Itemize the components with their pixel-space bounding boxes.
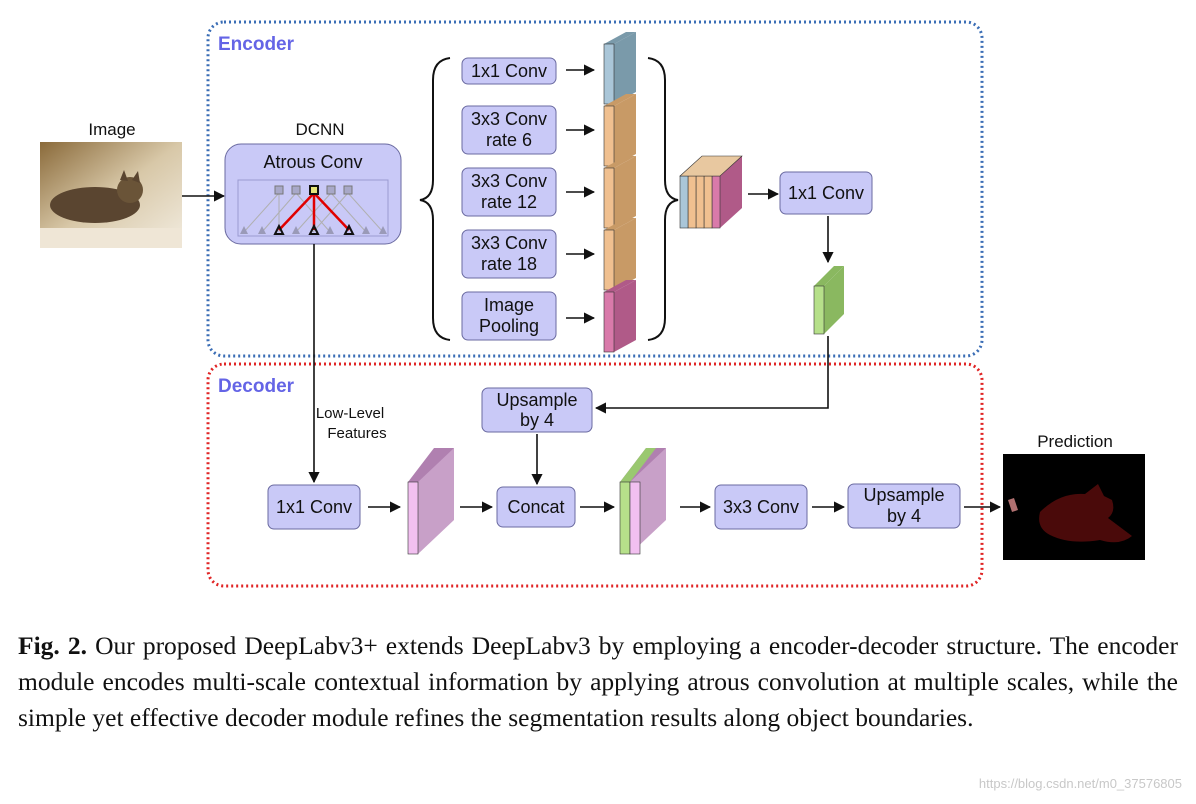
low-level-feature-map bbox=[407, 448, 454, 555]
deeplabv3plus-diagram: Encoder Decoder Image DCNN Atrous Conv bbox=[40, 20, 1145, 588]
concatenated-feature-stack bbox=[679, 155, 743, 229]
atrous-conv-illustration bbox=[237, 179, 389, 237]
encoder-output-feature bbox=[813, 266, 844, 335]
aspp-3x3-rate6-line2: rate 6 bbox=[486, 130, 532, 150]
aspp-image-pooling bbox=[461, 291, 557, 341]
caption-text: Our proposed DeepLabv3+ extends DeepLabv… bbox=[18, 631, 1178, 732]
decoder-region bbox=[206, 362, 984, 588]
decoder-3x3-conv bbox=[714, 484, 808, 530]
encoder-1x1-conv bbox=[779, 171, 873, 215]
upsample-final-line1: Upsample bbox=[863, 485, 944, 505]
input-image bbox=[40, 142, 182, 248]
figure-caption: Fig. 2. Our proposed DeepLabv3+ extends … bbox=[18, 628, 1178, 736]
feature-map-1x1 bbox=[603, 32, 636, 105]
feature-map-rate18 bbox=[603, 218, 636, 291]
aspp-3x3-rate6 bbox=[461, 105, 557, 155]
aspp-left-brace bbox=[419, 57, 451, 341]
aspp-image-pooling-line2: Pooling bbox=[479, 316, 539, 336]
aspp-3x3-rate12-line1: 3x3 Conv bbox=[471, 171, 547, 191]
aspp-image-pooling-line1: Image bbox=[484, 295, 534, 315]
decoder-concat-stack bbox=[619, 448, 666, 555]
upsample-by4-final bbox=[847, 483, 961, 529]
feature-map-pooling bbox=[603, 280, 636, 353]
upsample-top-line1: Upsample bbox=[496, 390, 577, 410]
encoder-title: Encoder bbox=[218, 34, 295, 55]
aspp-3x3-rate6-line1: 3x3 Conv bbox=[471, 109, 547, 129]
atrous-conv-label: Atrous Conv bbox=[263, 152, 362, 172]
watermark: https://blog.csdn.net/m0_37576805 bbox=[978, 776, 1182, 791]
aspp-3x3-rate18-line2: rate 18 bbox=[481, 254, 537, 274]
aspp-3x3-rate18-line1: 3x3 Conv bbox=[471, 233, 547, 253]
encoder-1x1-conv-label: 1x1 Conv bbox=[788, 183, 864, 203]
feature-map-rate12 bbox=[603, 156, 636, 229]
arrow-encoder-to-upsample bbox=[594, 336, 829, 414]
concat-label: Concat bbox=[507, 497, 564, 517]
upsample-final-line2: by 4 bbox=[887, 506, 921, 526]
decoder-3x3-conv-label: 3x3 Conv bbox=[723, 497, 799, 517]
caption-label: Fig. 2. bbox=[18, 631, 87, 660]
aspp-right-brace bbox=[647, 57, 679, 341]
concat-block bbox=[496, 486, 576, 528]
input-image-label: Image bbox=[88, 120, 135, 139]
aspp-3x3-rate12-line2: rate 12 bbox=[481, 192, 537, 212]
prediction-mask bbox=[1003, 454, 1145, 560]
low-level-label-line1: Low-Level bbox=[316, 405, 384, 422]
feature-map-rate6 bbox=[603, 94, 636, 167]
upsample-by4-top bbox=[481, 387, 593, 433]
aspp-3x3-rate12 bbox=[461, 167, 557, 217]
upsample-top-line2: by 4 bbox=[520, 410, 554, 430]
decoder-1x1-conv bbox=[267, 484, 361, 530]
dcnn-label: DCNN bbox=[295, 120, 344, 139]
aspp-1x1-conv-label: 1x1 Conv bbox=[471, 61, 547, 81]
low-level-label-line2: Features bbox=[327, 425, 386, 442]
aspp-3x3-rate18 bbox=[461, 229, 557, 279]
prediction-label: Prediction bbox=[1037, 432, 1113, 451]
decoder-title: Decoder bbox=[218, 376, 295, 397]
aspp-1x1-conv bbox=[461, 57, 557, 85]
decoder-1x1-conv-label: 1x1 Conv bbox=[276, 497, 352, 517]
encoder-region bbox=[206, 20, 984, 358]
